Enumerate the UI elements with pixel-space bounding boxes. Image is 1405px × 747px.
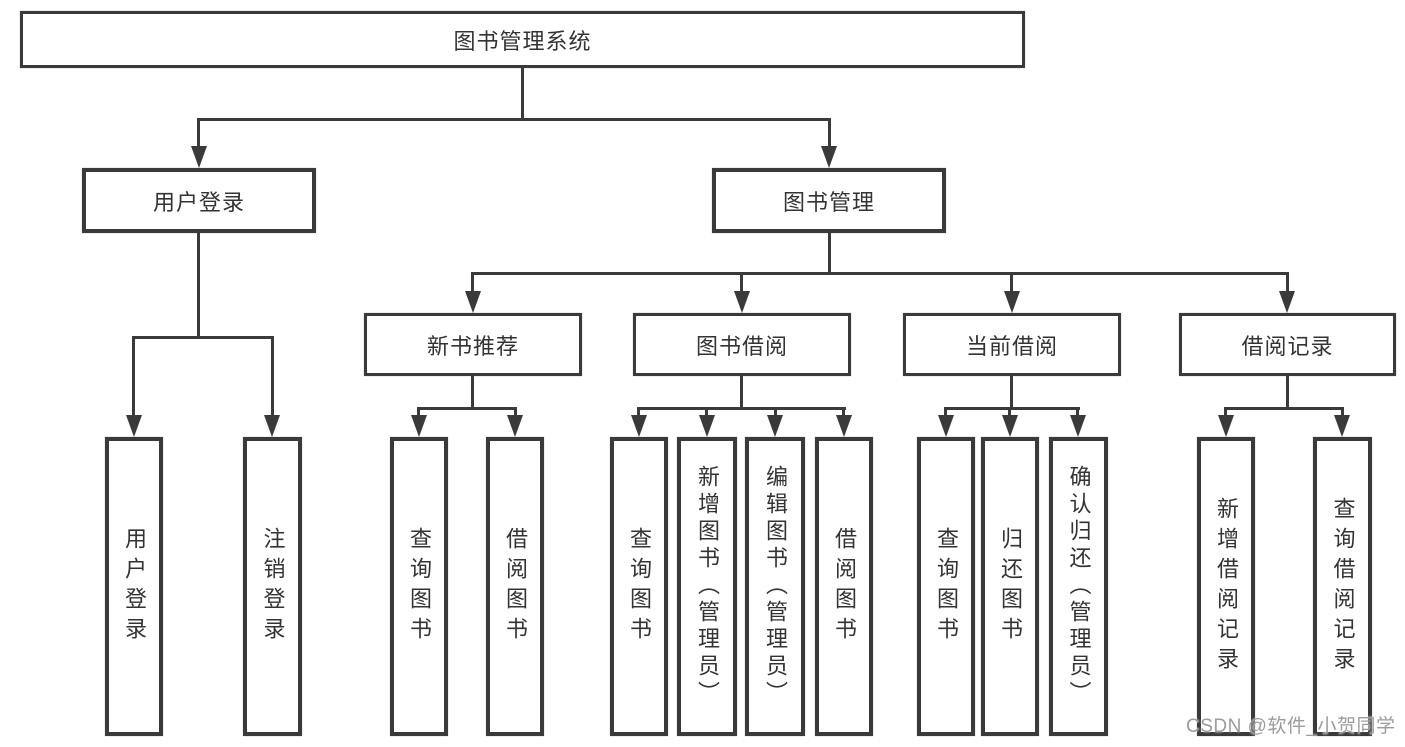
arrow-down-icon	[1218, 415, 1234, 437]
node-label: 图书管理系统	[453, 28, 592, 54]
connector-records-horizontal-line	[1224, 407, 1344, 410]
connector-current-horizontal-line	[944, 407, 1080, 410]
arrow-down-icon	[411, 415, 427, 437]
connector-leaf-shaft	[842, 407, 845, 420]
leaf-edit-books-admin: 编辑图书（管理员）	[745, 437, 805, 736]
leaf-label: 编辑图书（管理员）	[763, 465, 788, 708]
leaf-user-login: 用户登录	[105, 437, 163, 736]
node-new-book-recommend: 新书推荐	[364, 313, 582, 376]
arrow-down-icon	[1004, 291, 1020, 313]
connector-records-shaft	[1286, 272, 1289, 294]
leaf-label: 归还图书	[998, 526, 1023, 647]
connector-current-shaft	[1010, 272, 1013, 294]
connector-recommend-shaft	[471, 272, 474, 294]
arrow-down-icon	[836, 415, 852, 437]
arrow-down-icon	[699, 415, 715, 437]
arrow-down-icon	[1070, 415, 1086, 437]
leaf-label: 新增借阅记录	[1214, 496, 1239, 677]
connector-leaf-shaft	[774, 407, 777, 420]
connector-leaf-shaft	[1076, 407, 1079, 420]
node-current-borrowing: 当前借阅	[903, 313, 1121, 376]
connector-leaf-shaft	[1224, 407, 1227, 420]
arrow-down-icon	[734, 291, 750, 313]
node-label: 新书推荐	[426, 333, 519, 359]
connector-leaf-shaft	[1341, 407, 1344, 420]
node-borrowing-records: 借阅记录	[1179, 313, 1396, 376]
arrow-down-icon	[126, 415, 142, 437]
leaf-return-books: 归还图书	[981, 437, 1039, 736]
arrow-down-icon	[821, 146, 837, 168]
connector-leaf-shaft	[637, 407, 640, 420]
leaf-borrow-books: 借阅图书	[815, 437, 873, 736]
csdn-watermark: CSDN @软件_小贺同学	[1186, 716, 1396, 737]
arrow-down-icon	[1002, 415, 1018, 437]
node-label: 用户登录	[152, 189, 245, 215]
connector-user-drop-line	[197, 233, 200, 339]
leaf-confirm-return-admin: 确认归还（管理员）	[1049, 437, 1108, 736]
leaf-label: 注销登录	[260, 526, 286, 647]
connector-user-login-shaft	[197, 118, 200, 150]
leaf-label: 查询图书	[627, 526, 652, 647]
connector-book-mgmt-shaft	[828, 118, 831, 150]
connector-user-leaf2-shaft	[271, 336, 274, 420]
connector-mgmt-drop-line	[828, 233, 831, 275]
leaf-add-books-admin: 新增图书（管理员）	[677, 437, 737, 736]
arrow-down-icon	[507, 415, 523, 437]
connector-records-drop-line	[1286, 375, 1289, 410]
node-label: 借阅记录	[1241, 333, 1334, 359]
connector-leaf-shaft	[1008, 407, 1011, 420]
arrow-down-icon	[264, 415, 280, 437]
arrow-down-icon	[938, 415, 954, 437]
leaf-query-books-borrow: 查询图书	[610, 437, 668, 736]
node-user-login: 用户登录	[82, 168, 316, 233]
leaf-label: 查询图书	[934, 526, 959, 647]
connector-borrow-drop-line	[740, 375, 743, 410]
connector-level1-horizontal-line	[197, 118, 831, 121]
leaf-add-borrow-record: 新增借阅记录	[1197, 437, 1255, 736]
node-label: 图书借阅	[695, 333, 788, 359]
connector-level2-horizontal-line	[471, 272, 1289, 275]
connector-leaf-shaft	[417, 407, 420, 420]
connector-borrow-horizontal-line	[637, 407, 846, 410]
node-root-library-system: 图书管理系统	[20, 11, 1025, 68]
leaf-label: 查询借阅记录	[1330, 496, 1356, 677]
connector-leaf-shaft	[705, 407, 708, 420]
leaf-label: 借阅图书	[503, 526, 528, 647]
connector-recommend-drop-line	[471, 375, 474, 410]
leaf-query-books-current: 查询图书	[917, 437, 975, 736]
leaf-borrow-books-recommend: 借阅图书	[486, 437, 544, 736]
leaf-query-books-recommend: 查询图书	[390, 437, 448, 736]
connector-leaf-shaft	[514, 407, 517, 420]
arrow-down-icon	[191, 146, 207, 168]
leaf-label: 新增图书（管理员）	[695, 465, 720, 708]
arrow-down-icon	[1279, 291, 1295, 313]
leaf-logout: 注销登录	[243, 437, 302, 736]
connector-recommend-horizontal-line	[417, 407, 517, 410]
leaf-label: 借阅图书	[832, 526, 857, 647]
node-book-management: 图书管理	[712, 168, 946, 233]
connector-user-leaf1-shaft	[132, 336, 135, 420]
leaf-label: 查询图书	[407, 526, 432, 647]
node-label: 当前借阅	[965, 333, 1058, 359]
connector-current-drop-line	[1010, 375, 1013, 410]
node-label: 图书管理	[782, 189, 875, 215]
leaf-label: 确认归还（管理员）	[1066, 465, 1092, 708]
connector-borrow-shaft	[740, 272, 743, 294]
connector-user-horizontal-line	[132, 336, 274, 339]
arrow-down-icon	[631, 415, 647, 437]
arrow-down-icon	[465, 291, 481, 313]
leaf-label: 用户登录	[122, 526, 147, 647]
arrow-down-icon	[1334, 415, 1350, 437]
leaf-query-borrow-record: 查询借阅记录	[1313, 437, 1372, 736]
arrow-down-icon	[767, 415, 783, 437]
connector-leaf-shaft	[944, 407, 947, 420]
node-book-borrowing: 图书借阅	[633, 313, 851, 376]
connector-root-drop-line	[521, 68, 524, 121]
